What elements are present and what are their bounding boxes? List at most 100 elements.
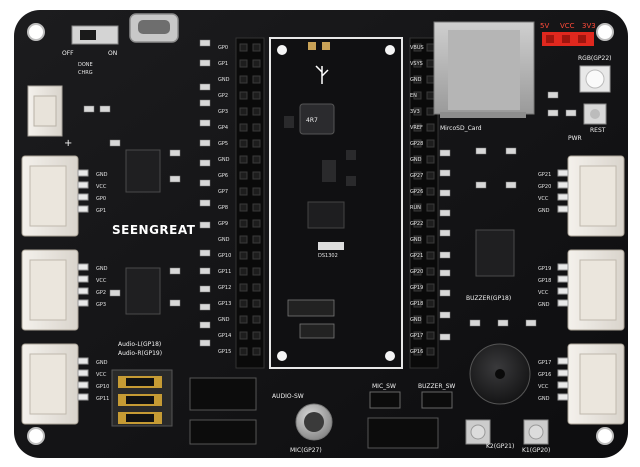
left-grove-pin-label: GP3 <box>96 302 106 308</box>
right-grove-pin-label: GP18 <box>538 278 551 284</box>
reset-label: REST <box>590 127 606 134</box>
left-pin-label: GP9 <box>218 221 228 227</box>
smd-part <box>547 91 559 99</box>
right-grove-pin-label: GP19 <box>538 266 551 272</box>
right-pin-label: GND <box>410 237 422 243</box>
right-pin-label: GP26 <box>410 189 423 195</box>
microphone <box>295 403 333 441</box>
left-pin-label: GP1 <box>218 61 228 67</box>
smd-part <box>439 311 451 319</box>
pin-headers <box>235 37 439 369</box>
right-pin-label: RUN <box>410 205 421 211</box>
usb-icon <box>315 65 329 84</box>
usb-c-port <box>129 13 179 43</box>
left-pin-label: GP13 <box>218 301 231 307</box>
left-pin-label: GP8 <box>218 205 228 211</box>
smd-part <box>439 189 451 197</box>
left-grove-pin-label: GP0 <box>96 196 106 202</box>
left-grove-pin-label: GP2 <box>96 290 106 296</box>
right-pin-label: EN <box>410 93 417 99</box>
smd-part <box>439 149 451 157</box>
power-switch <box>71 25 119 45</box>
smd-part <box>199 179 211 187</box>
audio-jacks <box>111 369 173 427</box>
smd-part <box>199 99 211 107</box>
left-grove-pin-label: VCC <box>96 278 107 284</box>
left-pin-label: GP10 <box>218 253 231 259</box>
rgb-label: RGB(GP22) <box>578 55 612 62</box>
vcc-label: VCC <box>560 22 575 30</box>
left-grove-pin-label: GND <box>96 172 108 178</box>
smd-part <box>439 251 451 259</box>
left-pin-label: GND <box>218 157 230 163</box>
left-pin-label: GP4 <box>218 125 228 131</box>
rgb-led <box>579 65 611 93</box>
left-pin-label: GP2 <box>218 93 228 99</box>
smd-part <box>169 149 181 157</box>
rtc-label-box <box>318 242 344 250</box>
led-chrg-label: CHRG <box>78 70 93 76</box>
left-pin-label: GP7 <box>218 189 228 195</box>
mic-sw-label: MIC_SW <box>372 383 396 390</box>
right-pin-label: GP20 <box>410 269 423 275</box>
right-grove-pin-label: GP21 <box>538 172 551 178</box>
right-pin-label: GP17 <box>410 333 423 339</box>
left-grove-pin-label: GP11 <box>96 396 109 402</box>
smd-part <box>439 229 451 237</box>
smd-part <box>505 147 517 155</box>
left-pin-label: GP0 <box>218 45 228 51</box>
right-pin-label: GND <box>410 77 422 83</box>
smd-part <box>199 119 211 127</box>
smd-part <box>439 269 451 277</box>
left-grove-pin-label: GP1 <box>96 208 106 214</box>
left-header-pin-labels: GP0GP1GNDGP2GP3GP4GP5GNDGP6GP7GP8GP9GNDG… <box>218 45 231 355</box>
pwr-label: PWR <box>568 135 582 142</box>
smd-components <box>83 39 577 347</box>
smd-part <box>83 105 95 113</box>
right-grove-pin-label: GND <box>538 302 550 308</box>
left-grove-pin-label: VCC <box>96 184 107 190</box>
left-grove-pin-label: GP10 <box>96 384 109 390</box>
audio-switch-header <box>189 377 257 445</box>
smd-part <box>439 289 451 297</box>
left-pin-label: GP6 <box>218 173 228 179</box>
smd-part <box>199 285 211 293</box>
left-pin-label: GND <box>218 237 230 243</box>
switch-on-label: ON <box>108 50 117 57</box>
battery-connector <box>27 85 63 137</box>
amp-ic <box>475 229 515 277</box>
right-pin-label: GP28 <box>410 141 423 147</box>
right-grove-pin-label: GP16 <box>538 372 551 378</box>
buzzer <box>469 343 531 405</box>
smd-part <box>565 109 577 117</box>
voltage-jumper <box>542 32 594 46</box>
smd-part <box>99 105 111 113</box>
right-pin-label: VREF <box>410 125 423 131</box>
left-pin-label: GND <box>218 317 230 323</box>
right-grove-pin-label: GND <box>538 208 550 214</box>
smd-part <box>199 139 211 147</box>
left-grove-pin-label: GND <box>96 360 108 366</box>
pico-module <box>269 37 403 369</box>
mic-switch-header <box>369 391 401 409</box>
right-grove-pin-label: GND <box>538 396 550 402</box>
smd-part <box>547 109 559 117</box>
smd-part <box>199 339 211 347</box>
smd-part <box>199 83 211 91</box>
sd-label: MircoSD_Card <box>440 125 482 132</box>
v33-label: 3V3 <box>582 22 596 30</box>
smd-part <box>439 169 451 177</box>
right-pin-label: VSYS <box>410 61 423 67</box>
buzzer-label: BUZZER(GP18) <box>466 295 511 302</box>
rtc-label: DS1302 <box>318 253 338 259</box>
audio-left-label: Audio-L(GP18) <box>118 341 161 348</box>
right-grove-connectors <box>557 155 625 425</box>
smd-part <box>199 249 211 257</box>
right-pin-label: GP27 <box>410 173 423 179</box>
k2-label: K2(GP21) <box>486 443 514 450</box>
left-pin-label: GP14 <box>218 333 231 339</box>
right-pin-label: GP22 <box>410 221 423 227</box>
left-grove-connectors <box>21 155 89 425</box>
